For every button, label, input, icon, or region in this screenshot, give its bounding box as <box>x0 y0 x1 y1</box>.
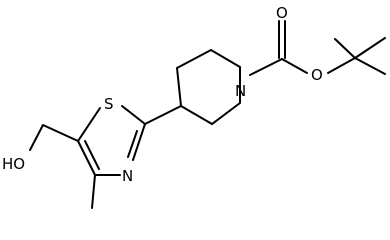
ester-oxygen-label: O <box>311 66 323 84</box>
thiazole-ring <box>77 105 146 176</box>
methyl-bond <box>91 174 96 209</box>
thiazole-double-bonds <box>84 130 138 170</box>
ring-linker-bond <box>144 105 182 125</box>
ester-c-o-bond <box>281 58 308 74</box>
thiazole-sulfur-label: S <box>104 95 114 113</box>
hydroxyl-label: HO <box>2 155 25 173</box>
carbonyl-double-bond <box>278 20 286 59</box>
tert-butyl-bonds <box>334 37 386 75</box>
piperidine-ring <box>176 48 241 126</box>
piperidine-nitrogen-label: N <box>235 82 246 100</box>
chemical-structure-diagram: N O O S N HO <box>2 4 386 209</box>
carbamate-n-c-bond <box>249 58 283 76</box>
bonds <box>29 20 386 209</box>
hydroxymethyl-bonds <box>29 124 79 151</box>
carbonyl-oxygen-label: O <box>276 4 288 22</box>
ester-o-c-bond <box>327 57 356 74</box>
thiazole-nitrogen-label: N <box>122 167 133 185</box>
